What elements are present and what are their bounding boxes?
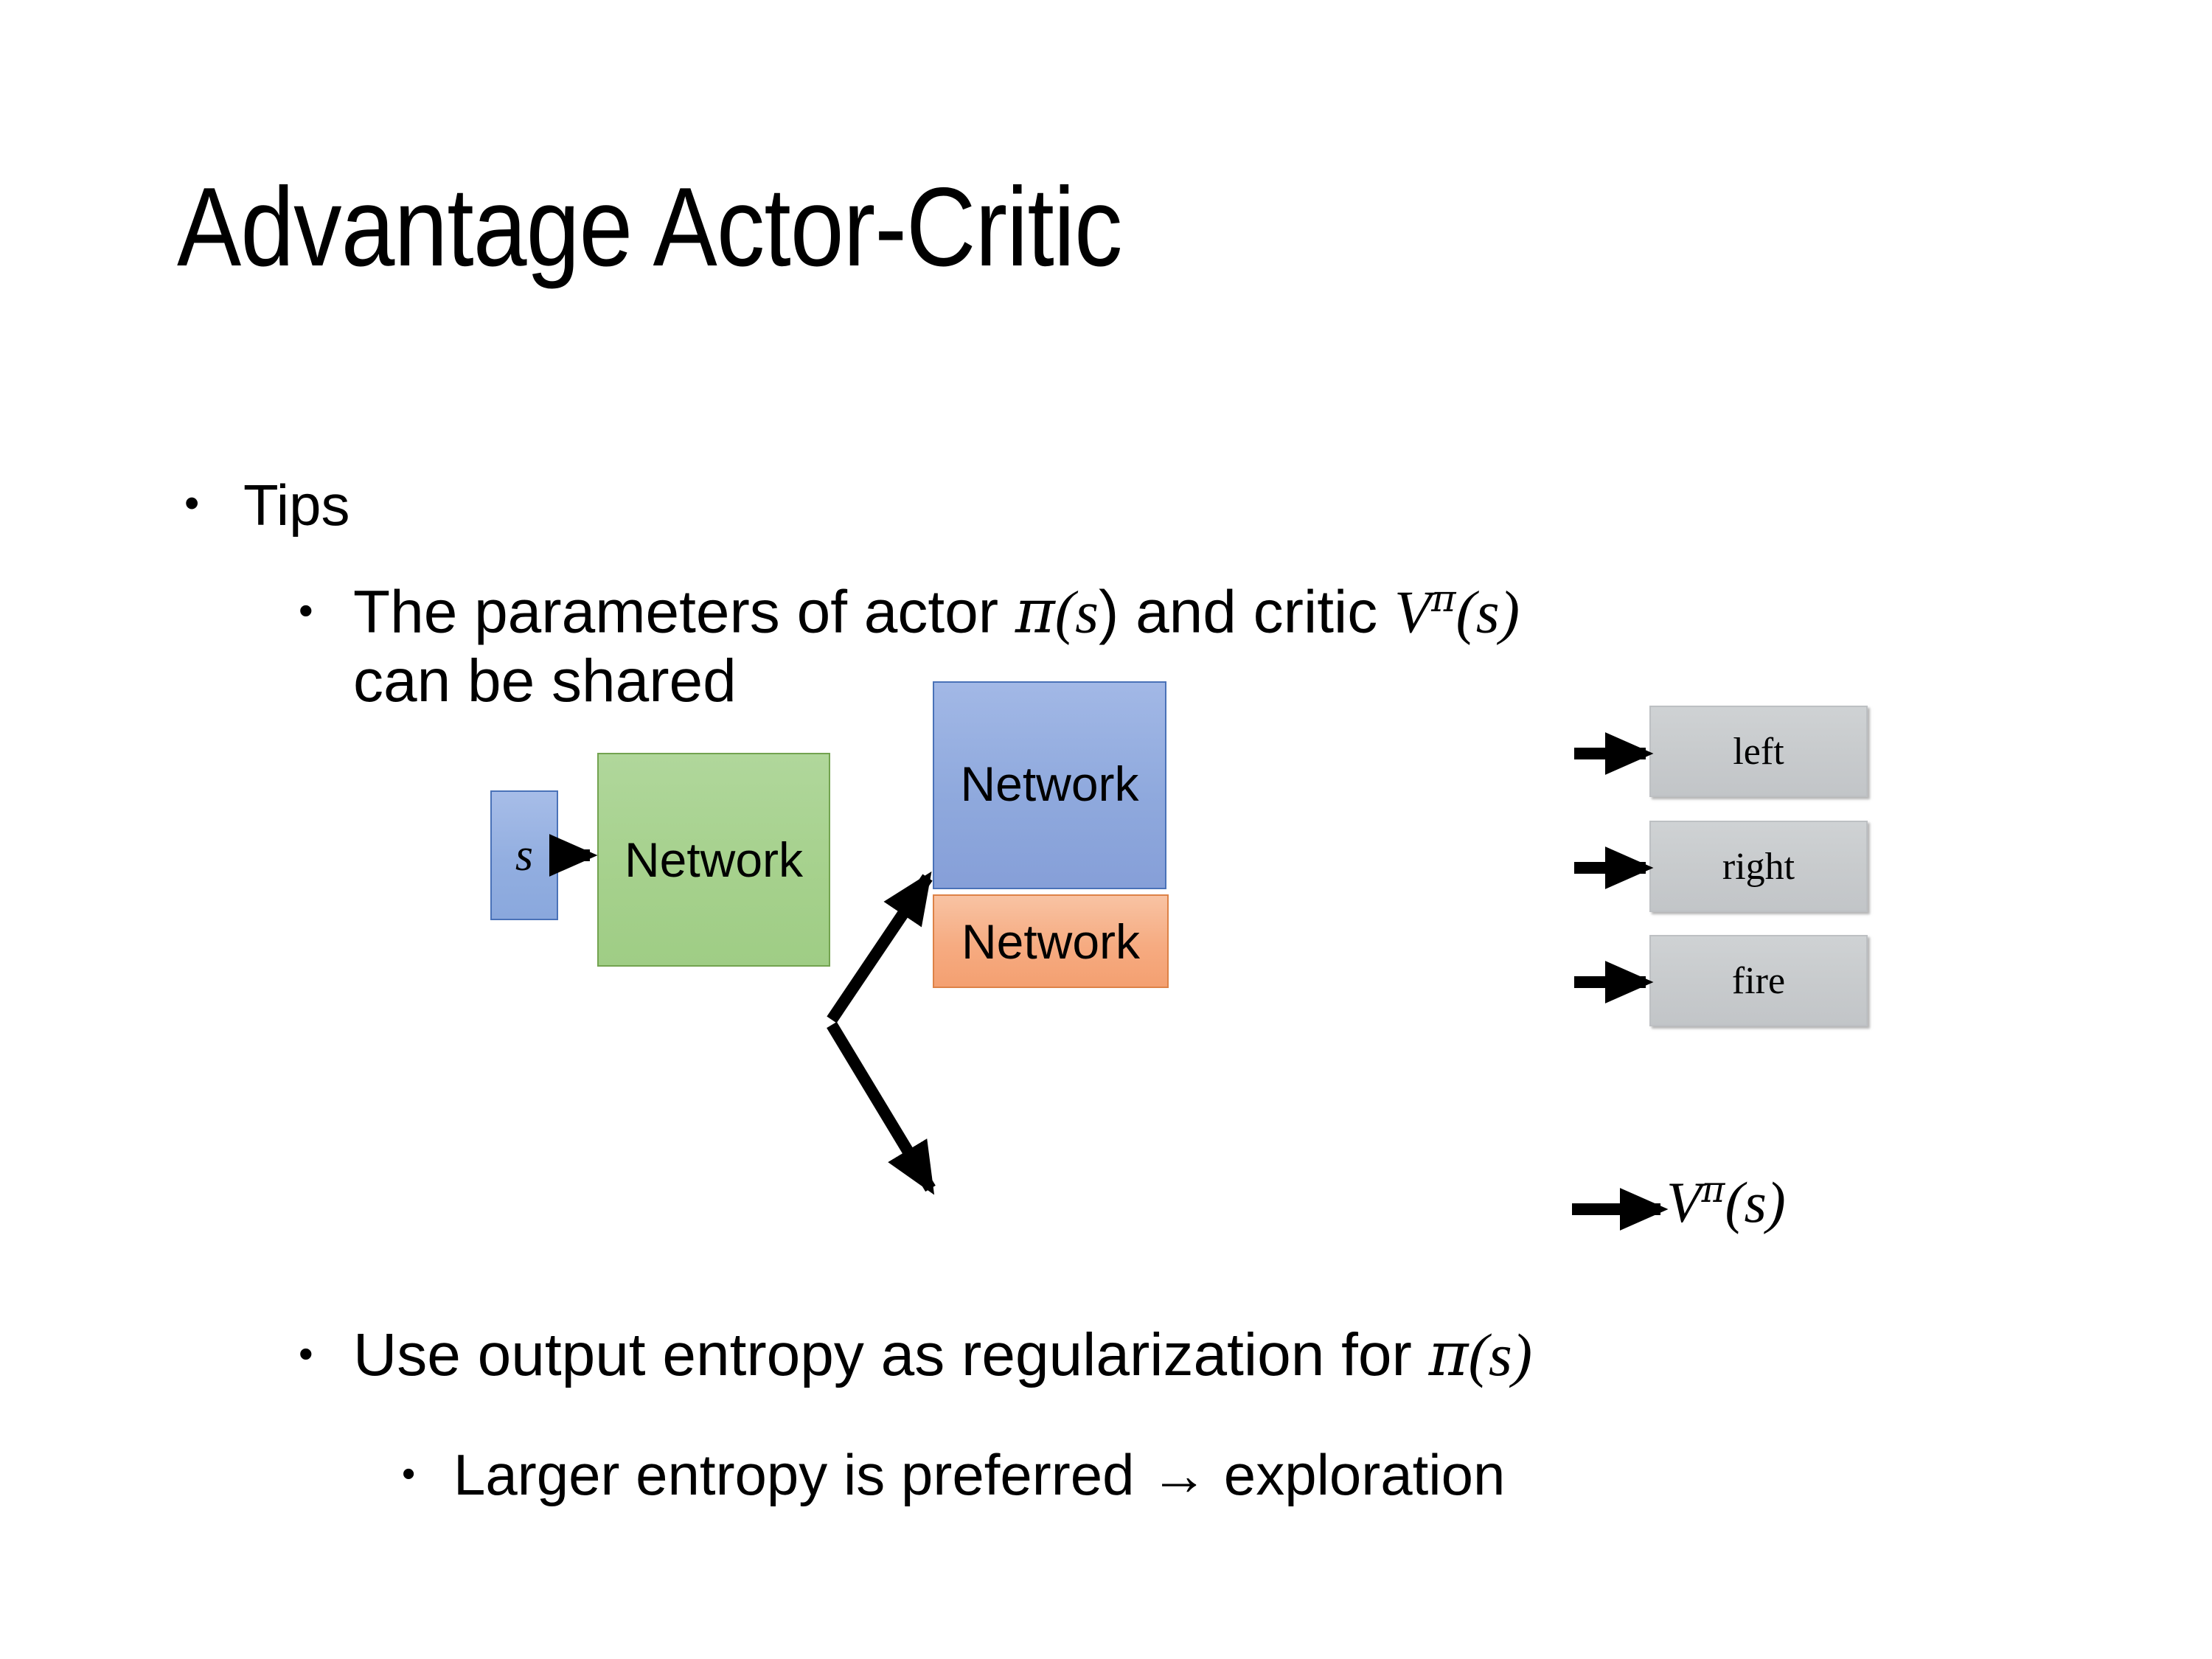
bullet-entropy-regularization: • Use output entropy as regularization f…: [299, 1320, 1532, 1390]
pi-superscript: π: [1701, 1169, 1725, 1211]
bullet-entropy-regularization-text: Use output entropy as regularization for…: [353, 1320, 1532, 1390]
state-symbol: s: [1475, 578, 1500, 646]
action-output-label: right: [1722, 845, 1795, 888]
bullet-glyph-icon: •: [184, 479, 200, 527]
paren-close: ): [1512, 1321, 1533, 1388]
bullet-exploration: • Larger entropy is preferred → explorat…: [402, 1441, 1505, 1509]
bullet-glyph-icon: •: [402, 1453, 416, 1495]
value-output-label: Vπ(s): [1666, 1169, 1786, 1236]
paren-open: (: [1054, 578, 1076, 646]
bullet-shared-parameters-text: The parameters of actor π(s) and critic …: [353, 577, 1520, 716]
action-output-label: fire: [1731, 959, 1786, 1002]
critic-network-label: Network: [961, 914, 1141, 969]
text-fragment: The parameters of actor: [353, 578, 1015, 646]
value-symbol: V: [1394, 578, 1432, 646]
action-output-left: left: [1649, 706, 1868, 797]
bullet-shared-parameters: • The parameters of actor π(s) and criti…: [299, 577, 1520, 716]
action-output-right: right: [1649, 821, 1868, 912]
bullet-glyph-icon: •: [299, 587, 313, 633]
paren-close: ): [1499, 578, 1520, 646]
text-fragment: Use output entropy as regularization for: [353, 1321, 1429, 1388]
text-fragment: ) and critic: [1098, 578, 1394, 646]
bullet-tips-label: Tips: [243, 473, 350, 538]
state-symbol: s: [1488, 1321, 1512, 1388]
pi-superscript: π: [1431, 577, 1456, 620]
pi-symbol: π: [1428, 1320, 1469, 1390]
bullet-exploration-label: Larger entropy is preferred → exploratio…: [453, 1442, 1506, 1507]
action-output-label: left: [1733, 730, 1784, 773]
bullet-tips: • Tips: [184, 472, 349, 539]
value-symbol: V: [1666, 1170, 1702, 1234]
input-state-box: s: [490, 790, 558, 920]
shared-network-box: Network: [597, 753, 830, 967]
arrow-shared-to-actor-network: [827, 871, 933, 1023]
arrow-shared-to-critic-network: [827, 1021, 936, 1195]
actor-network-label: Network: [960, 757, 1139, 811]
critic-network-box: Network: [933, 894, 1169, 988]
action-output-fire: fire: [1649, 935, 1868, 1026]
paren-close: ): [1766, 1170, 1786, 1234]
actor-network-box: Network: [933, 681, 1166, 889]
input-state-label: s: [515, 830, 534, 880]
paren-open: (: [1468, 1321, 1489, 1388]
pi-symbol: π: [1015, 577, 1055, 647]
bullet-glyph-icon: •: [299, 1330, 313, 1377]
bullet-shared-parameters-line2: can be shared: [353, 647, 737, 715]
shared-network-label: Network: [624, 832, 804, 887]
paren-open: (: [1455, 578, 1476, 646]
paren-open: (: [1725, 1170, 1745, 1234]
state-symbol: s: [1075, 578, 1099, 646]
state-symbol: s: [1744, 1170, 1767, 1234]
page-title: Advantage Actor-Critic: [177, 164, 1122, 290]
